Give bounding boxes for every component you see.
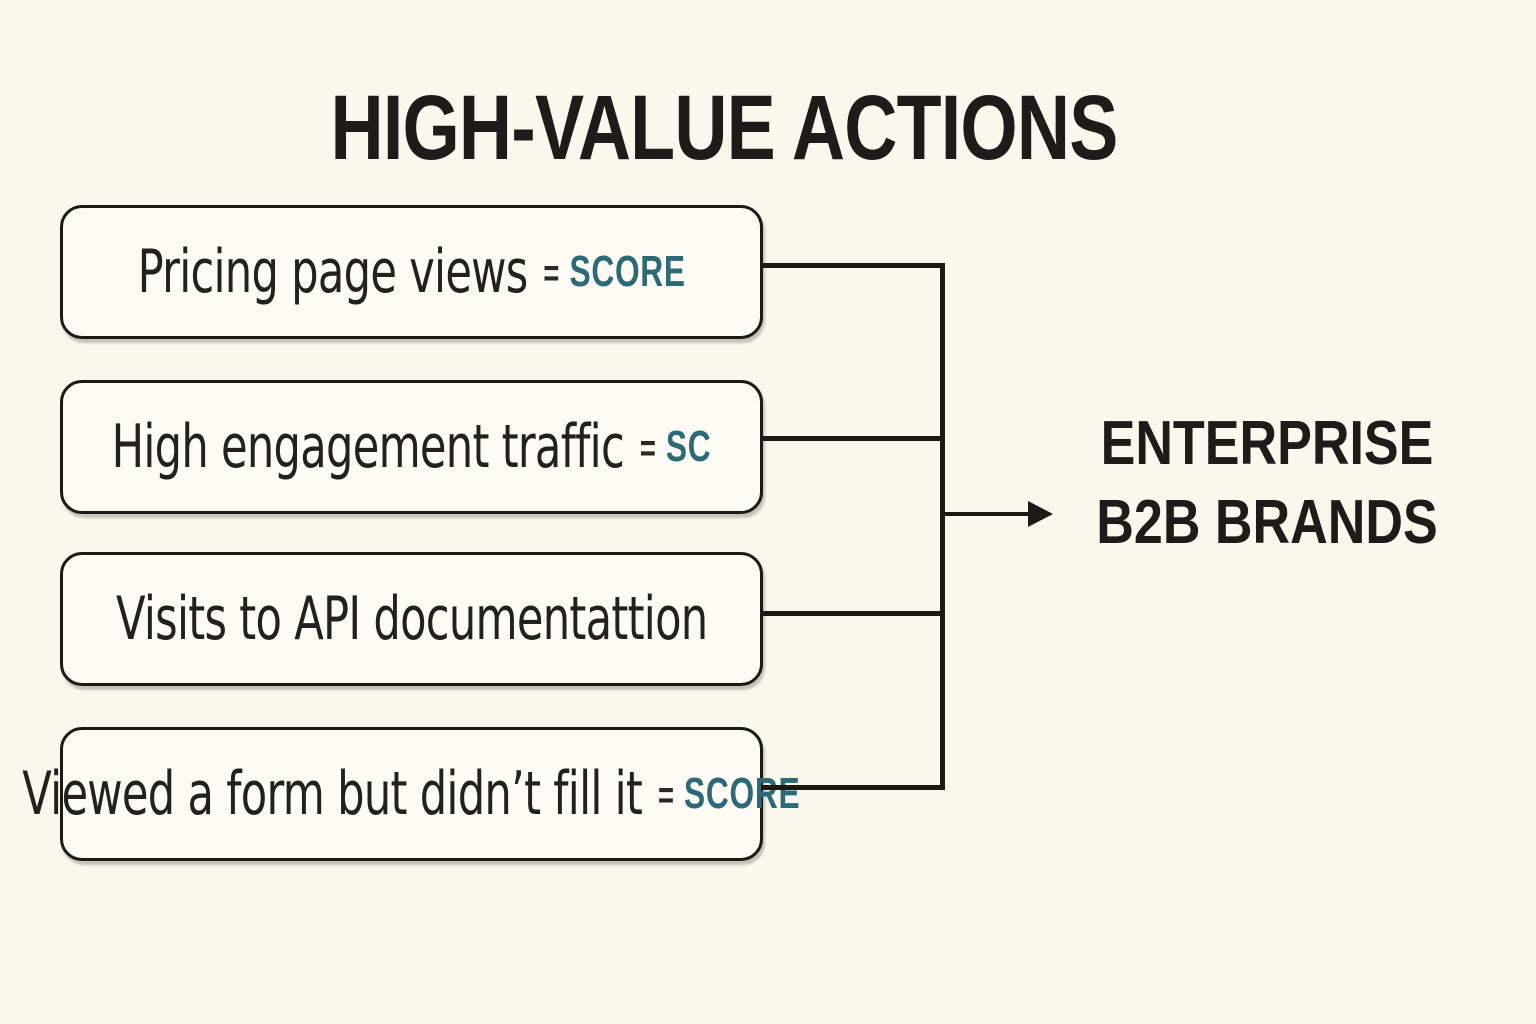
box-label: Viewed a form but didn’t fill it <box>22 764 643 824</box>
score-badge: SCORE <box>569 247 686 296</box>
score-group: = SC <box>640 422 712 472</box>
connector-bus-line <box>940 263 945 790</box>
box-label-line-2: but didn’t fill it <box>337 758 643 829</box>
target-label-line-1: ENTERPRISE <box>1100 409 1434 478</box>
arrow-head-icon <box>1028 501 1053 527</box>
box-content: Viewed a form but didn’t fill it = SCORE <box>22 764 800 824</box>
score-group: = SCORE <box>543 247 685 297</box>
box-api-documentation-visits: Visits to API documentattion <box>60 552 763 686</box>
box-label: Pricing page views <box>137 237 528 307</box>
connector-line-box3 <box>761 611 943 616</box>
box-content: Visits to API documentattion <box>115 584 708 654</box>
equals-sign: = <box>639 427 656 470</box>
diagram-title: HIGH-VALUE ACTIONS <box>330 77 1118 179</box>
score-badge: SC <box>665 422 712 471</box>
connector-line-box1 <box>761 263 943 268</box>
box-viewed-form-not-filled: Viewed a form but didn’t fill it = SCORE <box>22 727 800 861</box>
flow-arrow-shaft <box>943 512 1029 516</box>
connector-line-box4 <box>761 785 943 790</box>
box-label-line-1: Viewed a form <box>22 758 325 829</box>
equals-sign: = <box>543 252 560 295</box>
score-group: = SCORE <box>658 769 800 819</box>
target-label-line-2: B2B BRANDS <box>1096 488 1438 557</box>
box-label: High engagement traffic <box>111 412 625 482</box>
box-label: Visits to API documentattion <box>115 584 708 654</box>
connector-line-box2 <box>761 436 943 441</box>
box-content: Pricing page views = SCORE <box>137 237 685 307</box>
box-high-engagement-traffic: High engagement traffic = SC <box>60 380 763 514</box>
box-pricing-page-views: Pricing page views = SCORE <box>60 205 763 339</box>
equals-sign: = <box>658 774 675 817</box>
score-badge: SCORE <box>684 769 801 818</box>
box-content: High engagement traffic = SC <box>112 412 712 482</box>
target-label: ENTERPRISE B2B BRANDS <box>1082 404 1452 562</box>
